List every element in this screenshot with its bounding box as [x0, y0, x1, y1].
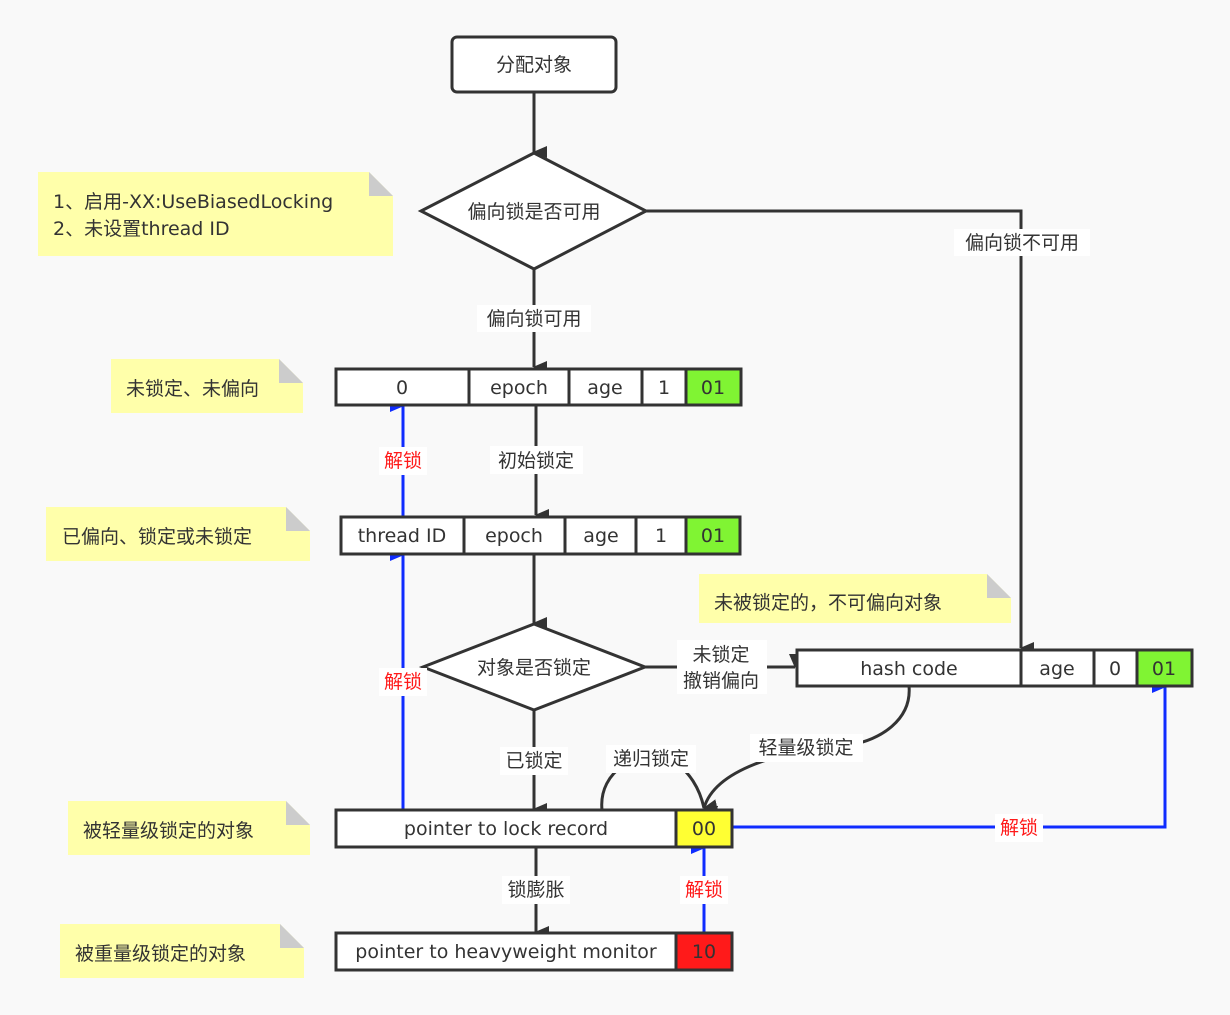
- cell-text: age: [587, 377, 622, 399]
- note-text: 被重量级锁定的对象: [75, 943, 246, 965]
- cell-lock-bits: [684, 367, 743, 407]
- label-unlocked: 未锁定: [692, 644, 749, 666]
- markword-unbiasable[interactable]: hash code age 0 01: [795, 648, 1194, 688]
- start-node[interactable]: 分配对象: [450, 35, 618, 94]
- markword-biased[interactable]: thread ID epoch age 1 01: [339, 515, 742, 556]
- cell-lock-bits: [674, 931, 734, 972]
- label-biased-unavailable: 偏向锁不可用: [965, 232, 1079, 254]
- label-biased-available: 偏向锁可用: [486, 308, 581, 330]
- start-node-label: 分配对象: [496, 54, 572, 76]
- decision-biased-label: 偏向锁是否可用: [467, 201, 600, 223]
- label-recursive-lock: 递归锁定: [613, 748, 689, 770]
- note-lightweight: 被轻量级锁定的对象: [68, 801, 310, 855]
- cell-text: epoch: [490, 377, 548, 399]
- label-unlock: 解锁: [685, 879, 723, 901]
- cell-lock-bits: [674, 808, 734, 849]
- markword-unlocked-unbiased[interactable]: 0 epoch age 1 01: [334, 367, 743, 407]
- note-unbiasable: 未被锁定的，不可偏向对象: [699, 574, 1011, 623]
- note-conditions: 1、启用-XX:UseBiasedLocking 2、未设置thread ID: [38, 172, 393, 256]
- label-locked: 已锁定: [505, 750, 562, 772]
- cell-text: age: [1039, 658, 1074, 680]
- cell-epoch: [467, 367, 571, 407]
- note-text: 未被锁定的，不可偏向对象: [714, 592, 942, 614]
- label-unlock: 解锁: [384, 671, 422, 693]
- cell-text: 0: [1109, 658, 1121, 680]
- note-text: 已偏向、锁定或未锁定: [62, 526, 252, 548]
- note-text: 未锁定、未偏向: [126, 378, 259, 400]
- label-initial-lock: 初始锁定: [498, 450, 574, 472]
- cell-age: [1019, 648, 1096, 688]
- cell-text: age: [583, 525, 618, 547]
- note-text: 被轻量级锁定的对象: [83, 820, 254, 842]
- cell-text: 1: [658, 377, 670, 399]
- cell-biased-bit: [640, 367, 688, 407]
- cell-lock-bits: [684, 515, 742, 556]
- cell-text: 00: [692, 818, 716, 840]
- cell-epoch: [462, 515, 567, 556]
- edge-unlock-lightweight-to-unbiasable: [732, 681, 1167, 829]
- label-unlock: 解锁: [1000, 817, 1038, 839]
- cell-age: [567, 367, 644, 407]
- edge-labels: 偏向锁不可用 偏向锁可用 初始锁定 未锁定 撤销偏向 已锁定 递归锁定 轻量级锁…: [379, 229, 1090, 904]
- cell-text: 10: [692, 941, 716, 963]
- cell-lock-bits: [1135, 648, 1194, 688]
- note-biased: 已偏向、锁定或未锁定: [46, 507, 310, 561]
- cell-hash-code: [795, 648, 1023, 688]
- note-unlocked-unbiased: 未锁定、未偏向: [111, 359, 303, 413]
- cell-text: 1: [655, 525, 667, 547]
- label-lightweight-lock: 轻量级锁定: [758, 737, 853, 759]
- cell-text: hash code: [860, 658, 958, 680]
- cell-text: thread ID: [358, 525, 447, 547]
- cell-text: pointer to lock record: [404, 818, 608, 840]
- markword-heavyweight[interactable]: pointer to heavyweight monitor 10: [334, 931, 734, 972]
- cell-lock-record-pointer: [334, 808, 678, 849]
- note-line: 1、启用-XX:UseBiasedLocking: [53, 191, 333, 213]
- edge-biased-unavailable: [646, 209, 1034, 654]
- cell-text: epoch: [485, 525, 543, 547]
- decision-locked-label: 对象是否锁定: [477, 657, 591, 679]
- note-heavyweight: 被重量级锁定的对象: [60, 924, 304, 978]
- decision-is-locked[interactable]: 对象是否锁定: [418, 622, 650, 712]
- cell-text: 01: [701, 525, 725, 547]
- label-revoke-bias: 撤销偏向: [683, 670, 759, 692]
- cell-monitor-pointer: [334, 931, 678, 972]
- cell-text: 0: [396, 377, 408, 399]
- label-inflate: 锁膨胀: [507, 879, 564, 901]
- markword-lightweight[interactable]: pointer to lock record 00: [334, 808, 734, 849]
- cell-text: 01: [701, 377, 725, 399]
- note-line: 2、未设置thread ID: [53, 218, 230, 240]
- cell-text: 01: [1152, 658, 1176, 680]
- cell-text: pointer to heavyweight monitor: [355, 941, 657, 963]
- decision-biased-available[interactable]: 偏向锁是否可用: [417, 151, 650, 271]
- label-unlock: 解锁: [384, 450, 422, 472]
